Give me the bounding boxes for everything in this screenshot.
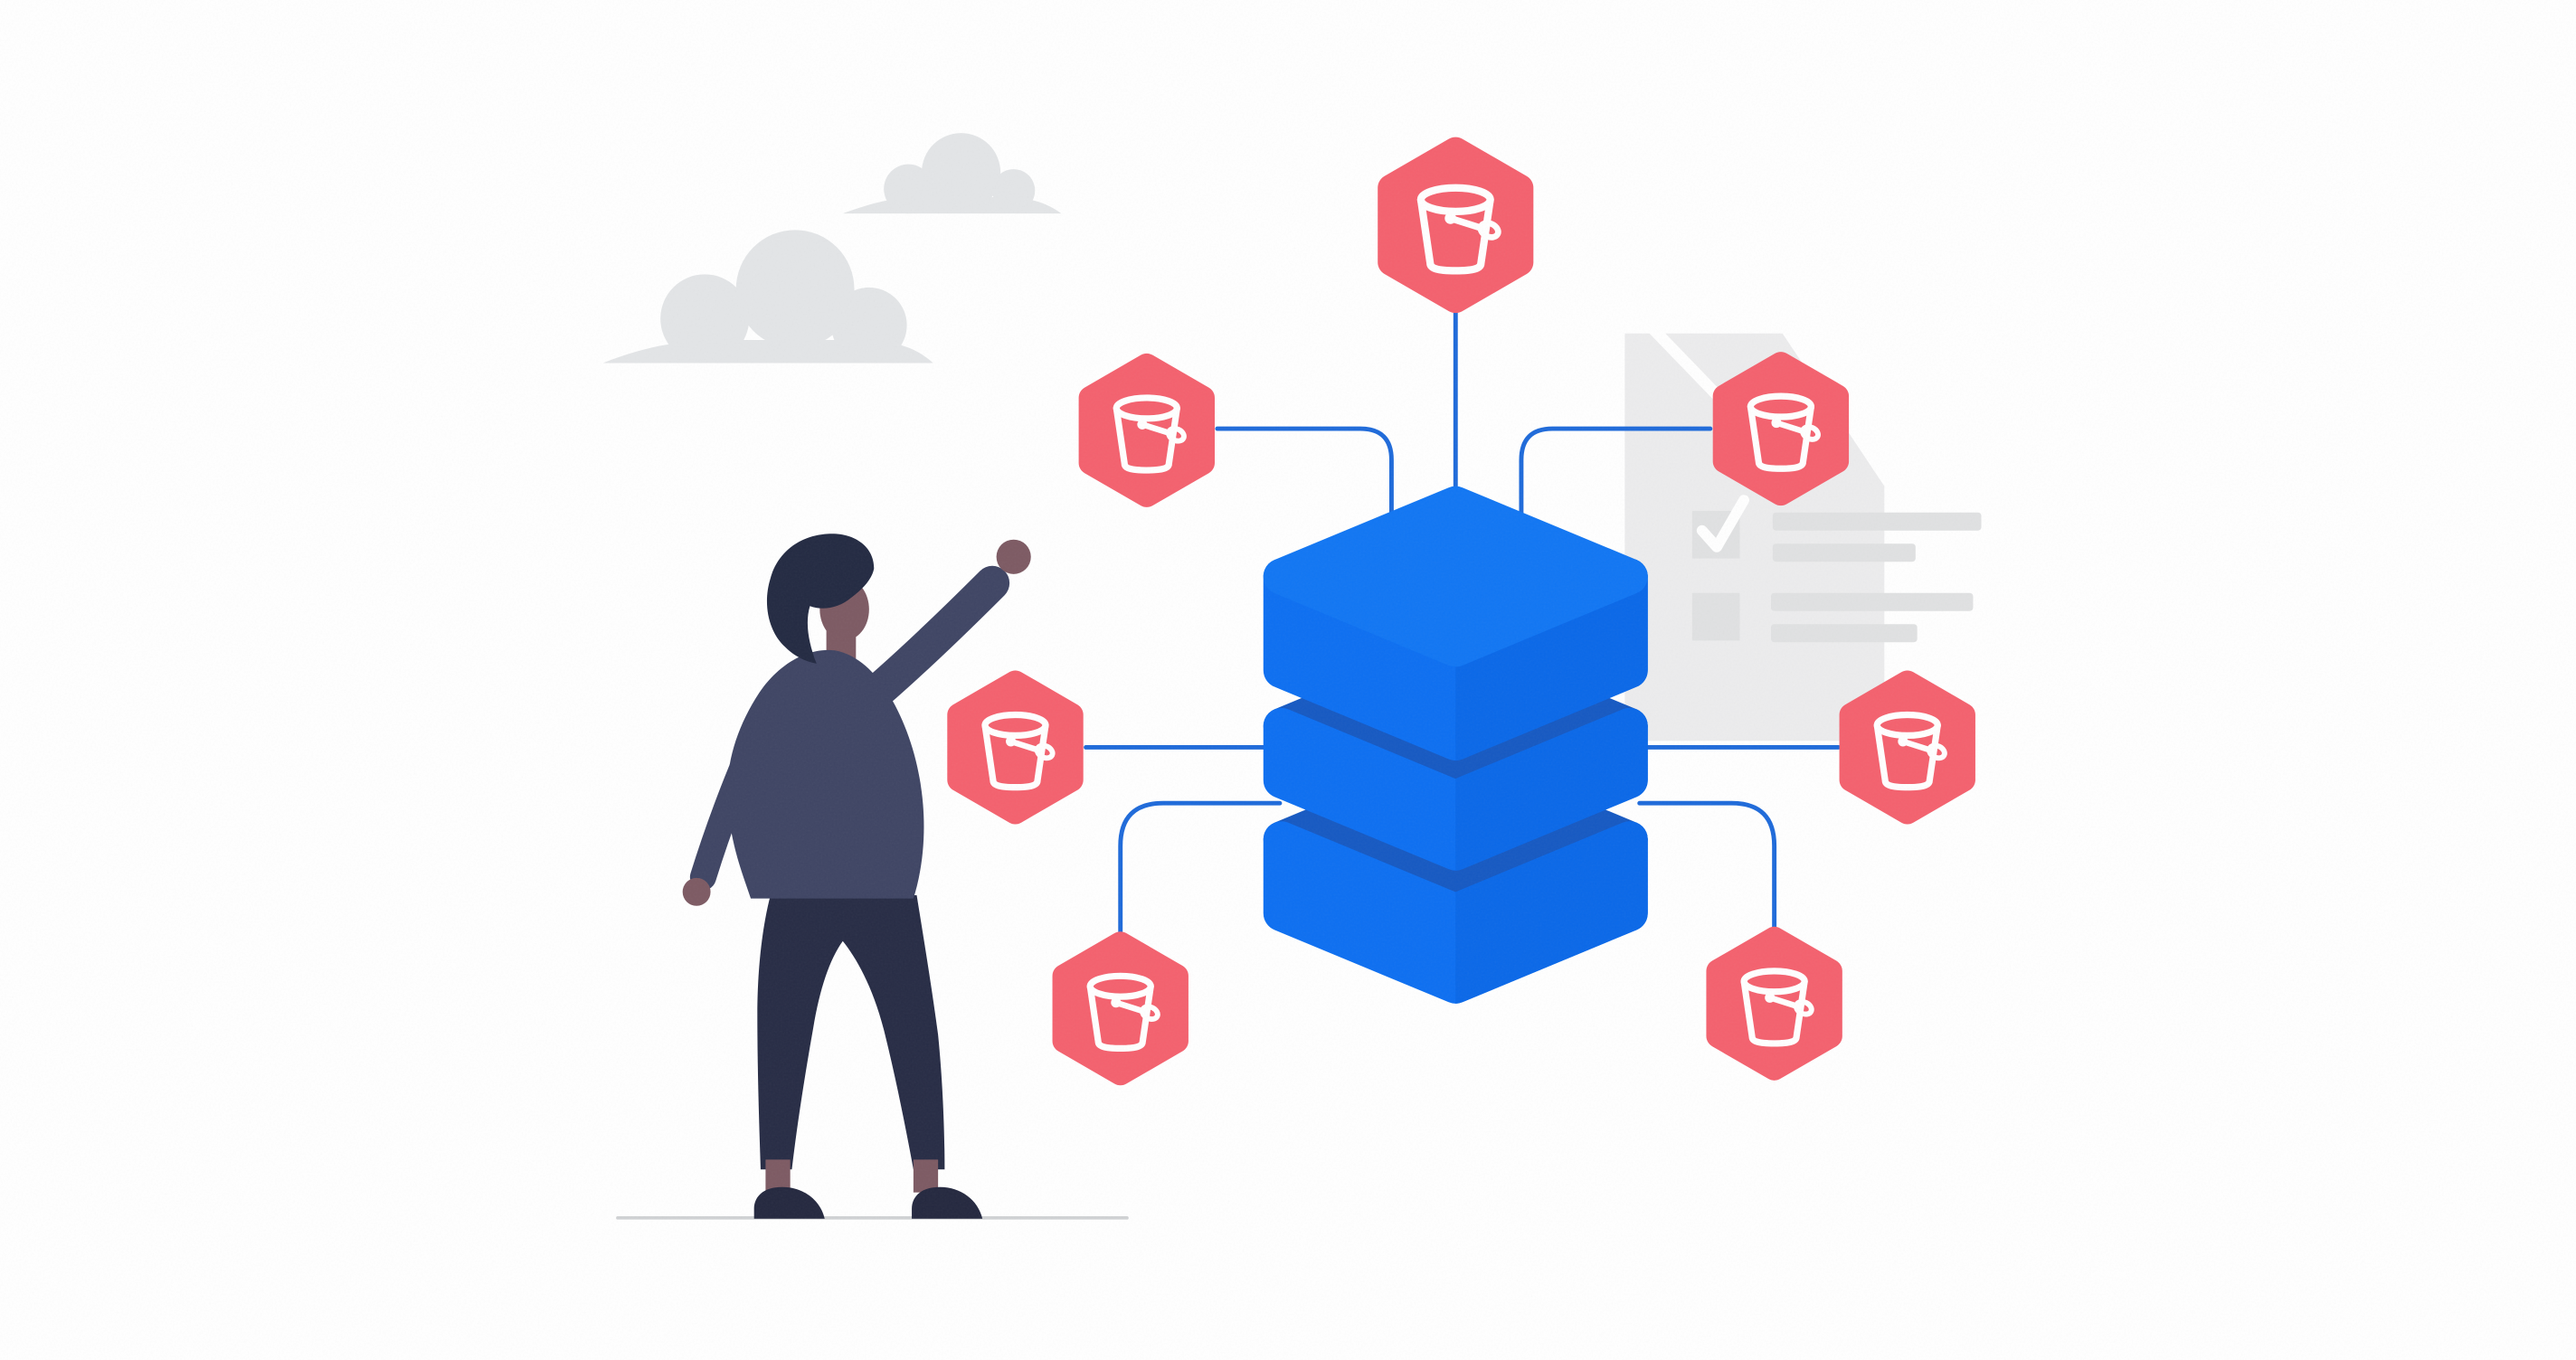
film-grain-overlay — [0, 0, 2576, 1360]
illustration-stage — [0, 0, 2576, 1360]
illustration-canvas — [0, 0, 2576, 1360]
